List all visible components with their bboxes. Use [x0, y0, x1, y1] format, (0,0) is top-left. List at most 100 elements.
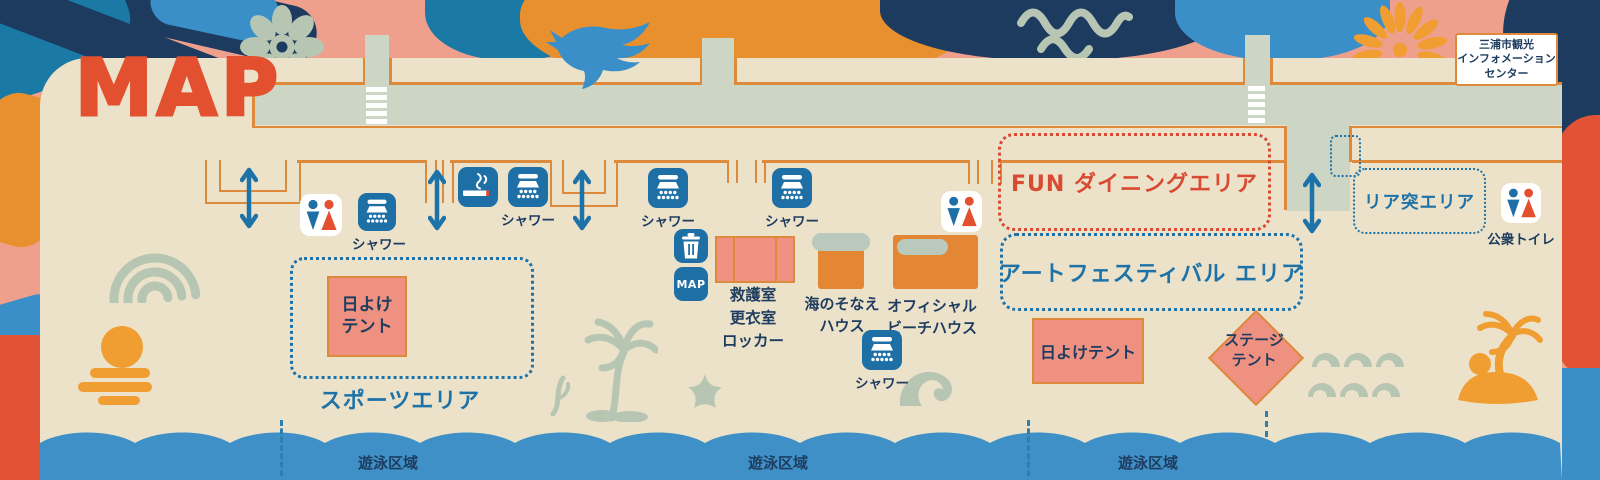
official-beach-house-roof [897, 239, 948, 255]
swim-zone-divider [1265, 411, 1268, 437]
stub-edge [389, 58, 392, 85]
area-rear-pier-label: リア突エリア [1364, 192, 1475, 213]
stage-tent-label: ステージ テント [1224, 331, 1284, 370]
crosswalk-stripe [1248, 102, 1265, 107]
toilet-icon [941, 191, 982, 232]
wave-icon [1308, 353, 1404, 397]
squiggle-icon [1017, 8, 1133, 62]
road [255, 85, 1562, 125]
stub-edge [699, 58, 702, 85]
tent-label: テント [341, 316, 393, 337]
bird-icon [546, 22, 650, 89]
rainbow-icon [109, 253, 201, 303]
entrance-notch [968, 160, 979, 184]
road-line [1350, 125, 1562, 128]
first-aid-label: 更衣室 [729, 309, 777, 327]
sea-preparedness-house [818, 249, 864, 289]
crosswalk-stripe [366, 111, 387, 116]
boardwalk-line [998, 160, 1285, 163]
entrance-arrow-icon [240, 167, 258, 229]
bg-red-right [1556, 115, 1600, 380]
area-art-festival-label: アートフェスティバル エリア [998, 262, 1305, 287]
sea-preparedness-roof [812, 233, 870, 251]
smoking-icon [458, 167, 498, 207]
building-divider [733, 238, 735, 281]
palm-island-icon [1458, 311, 1543, 404]
map-logo: MAP [73, 44, 283, 134]
toilet-icon [300, 194, 342, 236]
path-edge [1349, 126, 1352, 162]
swim-zone-label: 遊泳区域 [747, 454, 809, 472]
area-sports-label: スポーツエリア [319, 389, 481, 414]
tent-label: 日よけ [341, 295, 393, 316]
first-aid-building [715, 236, 795, 283]
public-toilet-label: 公衆トイレ [1487, 232, 1555, 248]
crosswalk-stripe [1248, 110, 1265, 115]
entrance-notch [219, 160, 287, 192]
map-badge-text: MAP [676, 277, 706, 291]
crosswalk-stripe [1248, 118, 1265, 123]
entrance-arrow-icon [1303, 172, 1321, 234]
stub-edge [362, 58, 365, 85]
info-center-line: センター [1484, 66, 1529, 80]
road-stub-2 [702, 38, 734, 87]
road-line [736, 82, 1243, 85]
boardwalk-line [297, 160, 425, 163]
road-line [391, 82, 700, 85]
road-line [1272, 82, 1562, 85]
info-center-line: 三浦市観光 [1479, 38, 1534, 52]
area-art-festival: アートフェスティバル エリア [998, 233, 1305, 311]
area-sports [290, 257, 534, 379]
crosswalk-stripe [366, 119, 387, 124]
shower-icon [772, 168, 812, 208]
area-fun-dining: FUN ダイニングエリア [998, 133, 1271, 231]
swim-zone-divider [280, 420, 283, 476]
entrance-arrow-icon [573, 169, 591, 231]
shower-label: シャワー [352, 237, 406, 253]
boardwalk-line [614, 160, 727, 163]
sunshade-tent-right: 日よけテント [1032, 318, 1144, 384]
crosswalk-stripe [366, 103, 387, 108]
entrance-notch [205, 160, 301, 204]
beach-access-path [1286, 125, 1350, 211]
shower-icon [358, 193, 396, 231]
sea [40, 432, 1562, 480]
road-line-cap [252, 82, 255, 128]
boardwalk-line [450, 160, 550, 163]
path-edge [1284, 126, 1287, 210]
entrance-arrow-icon [428, 169, 446, 231]
shower-label: シャワー [855, 376, 909, 392]
boardwalk-line [1352, 160, 1562, 163]
sea-preparedness-label: 海のそなえ [804, 295, 880, 313]
area-fun-dining-label: FUN ダイニングエリア [1011, 172, 1258, 197]
crosswalk-stripe [1248, 86, 1265, 91]
swim-zone-label: 遊泳区域 [1117, 454, 1179, 472]
road-stub-3 [1245, 35, 1270, 87]
road-stub-1 [365, 35, 389, 87]
boardwalk-line [762, 160, 968, 163]
crosswalk-stripe [366, 95, 387, 100]
official-beach-house-label: ビーチハウス [886, 319, 978, 337]
seaweed-icon [550, 375, 571, 416]
palm-tree-icon [584, 318, 658, 422]
shower-icon [648, 168, 688, 208]
shower-icon [508, 167, 548, 207]
info-center-box: 三浦市観光 インフォメーション センター [1455, 33, 1558, 86]
info-center-line: インフォメーション [1457, 52, 1556, 66]
entrance-notch [991, 160, 1002, 184]
road-line [252, 82, 363, 85]
building-divider [775, 238, 777, 281]
first-aid-label: 救護室 [729, 286, 777, 304]
sunshade-tent-left: 日よけ テント [327, 276, 407, 357]
stub-edge [734, 58, 737, 85]
shower-label: シャワー [501, 213, 555, 229]
crosswalk-stripe [366, 87, 387, 92]
shower-label: シャワー [765, 214, 819, 230]
area-rear-pier-annex [1330, 135, 1361, 177]
shower-label: シャワー [641, 214, 695, 230]
entrance-notch [755, 160, 766, 183]
crosswalk-stripe [1248, 94, 1265, 99]
sunset-icon [78, 326, 152, 405]
sea-preparedness-label: ハウス [819, 317, 865, 335]
